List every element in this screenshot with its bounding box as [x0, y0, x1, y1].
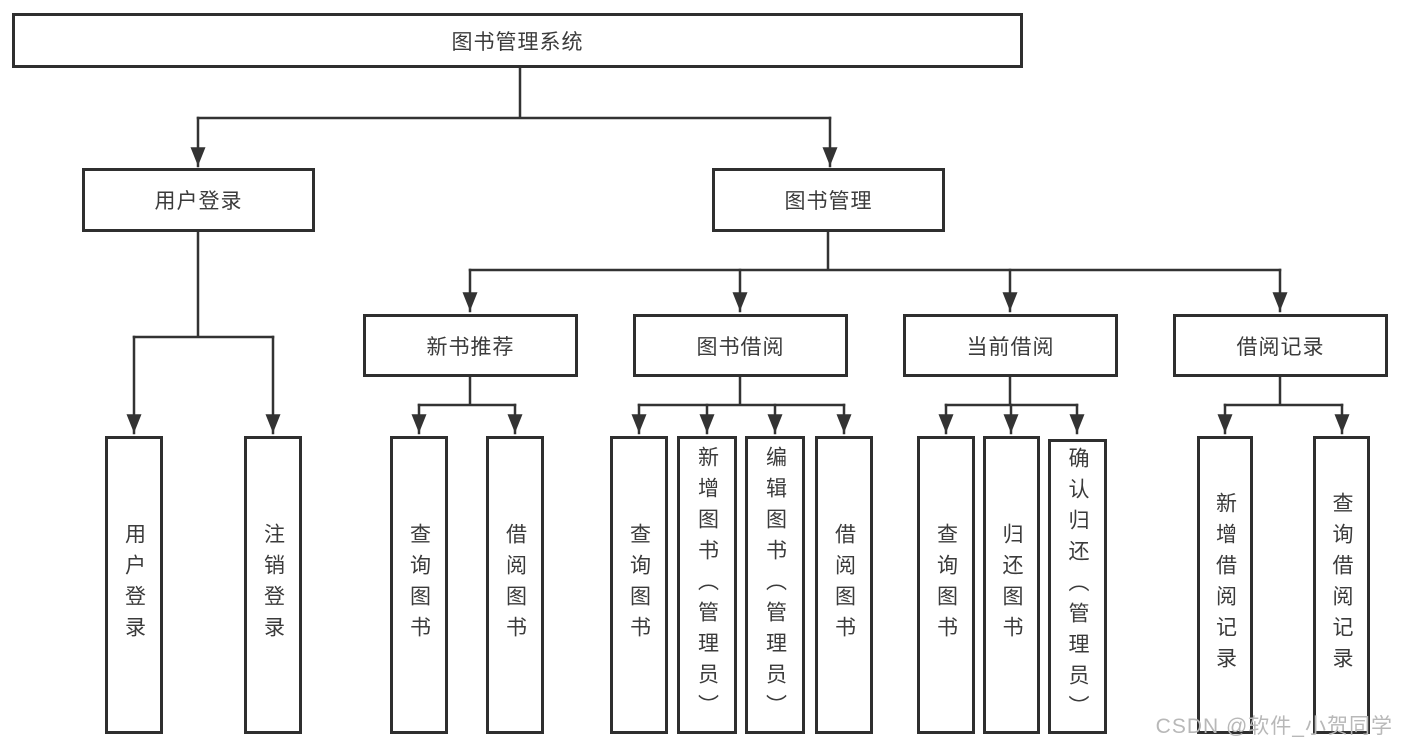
leaf-query-borrow-record: 查询借阅记录: [1313, 436, 1370, 734]
leaf-borrow-books-newbook: 借阅图书: [486, 436, 544, 734]
leaf-user-login: 用户登录: [105, 436, 163, 734]
leaf-query-books-borrow: 查询图书: [610, 436, 668, 734]
leaf-return-books: 归还图书: [983, 436, 1040, 734]
node-root-library-system: 图书管理系统: [12, 13, 1023, 68]
leaf-edit-books-admin: 编辑图书（管理员）: [745, 436, 805, 734]
leaf-query-books-newbook: 查询图书: [390, 436, 448, 734]
node-current-borrowing: 当前借阅: [903, 314, 1118, 377]
node-book-management: 图书管理: [712, 168, 945, 232]
leaf-confirm-return-admin: 确认归还（管理员）: [1048, 439, 1107, 734]
leaf-logout-login: 注销登录: [244, 436, 302, 734]
leaf-add-books-admin: 新增图书（管理员）: [677, 436, 737, 734]
node-new-book-recommend: 新书推荐: [363, 314, 578, 377]
csdn-watermark: CSDN @软件_小贺同学: [1155, 715, 1393, 738]
node-user-login: 用户登录: [82, 168, 315, 232]
leaf-add-borrow-record: 新增借阅记录: [1197, 436, 1253, 734]
node-book-borrowing: 图书借阅: [633, 314, 848, 377]
leaf-query-books-current: 查询图书: [917, 436, 975, 734]
node-borrow-records: 借阅记录: [1173, 314, 1388, 377]
leaf-borrow-books: 借阅图书: [815, 436, 873, 734]
